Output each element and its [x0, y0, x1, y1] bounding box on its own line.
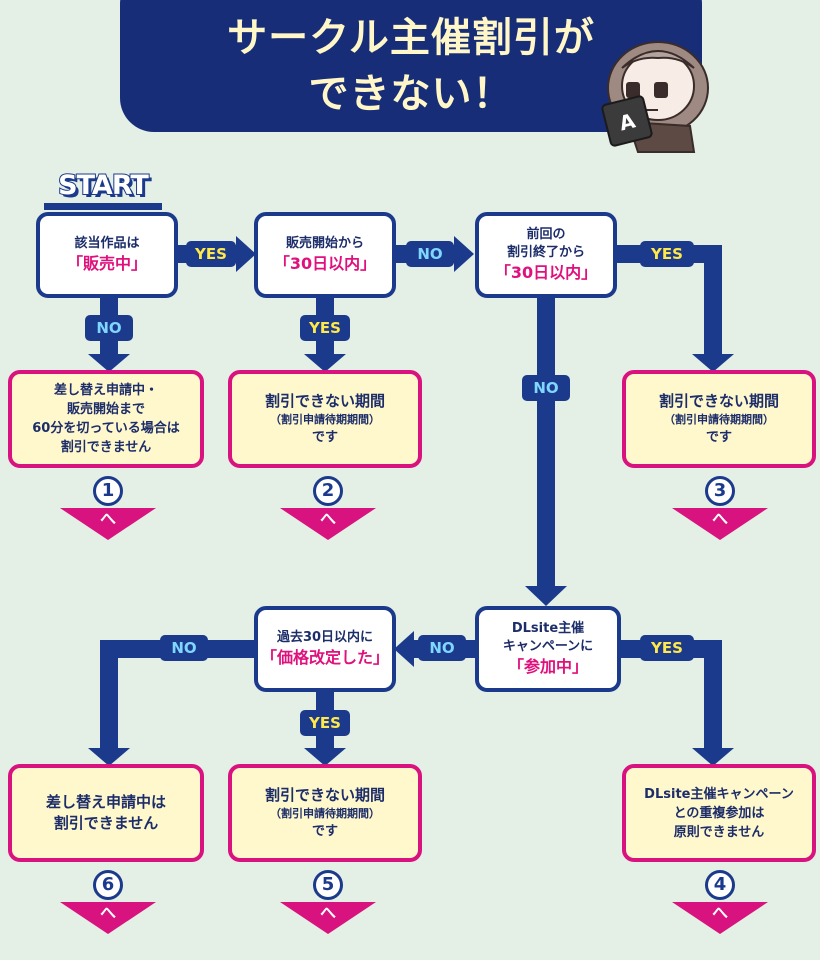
- destination-number-3: 3: [705, 476, 735, 506]
- decision-in-dlsite-campaign: DLsite主催 キャンペーンに 「参加中」: [475, 606, 621, 692]
- edge-label-yes: YES: [640, 241, 694, 267]
- result-text: 60分を切っている場合は: [32, 421, 180, 436]
- arrow-label: へ: [711, 509, 728, 528]
- decision-text: DLsite主催: [511, 621, 585, 636]
- decision-text: キャンペーンに: [502, 639, 594, 654]
- result-sub-text: （割引申請待期期間）: [270, 807, 380, 820]
- result-tail-text: です: [311, 824, 338, 839]
- result-tail-text: です: [311, 430, 338, 445]
- result-text: 原則できません: [673, 824, 765, 840]
- edge-label-yes: YES: [300, 315, 350, 341]
- decision-emphasis: 「参加中」: [507, 657, 588, 676]
- result-text: DLsite主催キャンペーン: [644, 786, 794, 802]
- decision-emphasis: 「販売中」: [66, 254, 147, 273]
- result-box-2: 割引できない期間 （割引申請待期期間） です: [228, 370, 422, 468]
- result-box-6: 差し替え申請中は 割引できません: [8, 764, 204, 862]
- result-box-5: 割引できない期間 （割引申請待期期間） です: [228, 764, 422, 862]
- page-title: サークル主催割引が できない！: [120, 10, 702, 122]
- result-sub-text: （割引申請待期期間）: [270, 413, 380, 426]
- result-main-text: 割引できない期間: [658, 392, 779, 410]
- edge-label-yes: YES: [186, 241, 236, 267]
- pointer-arrow-2: [280, 508, 376, 540]
- decision-within-30-days-of-release: 販売開始から 「30日以内」: [254, 212, 396, 298]
- decision-text: 該当作品は: [74, 236, 140, 251]
- pointer-arrow-6: [60, 902, 156, 934]
- start-label: START: [57, 169, 150, 202]
- edge-label-no: NO: [418, 635, 466, 661]
- destination-number-6: 6: [93, 870, 123, 900]
- decision-emphasis: 「30日以内」: [494, 263, 598, 282]
- result-box-3: 割引できない期間 （割引申請待期期間） です: [622, 370, 816, 468]
- arrow-label: へ: [99, 903, 116, 922]
- result-text: 割引できません: [53, 814, 159, 832]
- start-underline: [44, 203, 162, 210]
- arrow-label: へ: [711, 903, 728, 922]
- result-text: との重複参加は: [673, 805, 765, 821]
- decision-text: 割引終了から: [506, 245, 585, 260]
- mascot-book-icon: A: [617, 108, 638, 135]
- pointer-arrow-4: [672, 902, 768, 934]
- title-line-2: できない！: [308, 71, 514, 117]
- result-tail-text: です: [705, 430, 732, 445]
- decision-emphasis: 「30日以内」: [273, 254, 377, 273]
- decision-price-changed: 過去30日以内に 「価格改定した」: [254, 606, 396, 692]
- decision-on-sale: 該当作品は 「販売中」: [36, 212, 178, 298]
- edge-label-no: NO: [85, 315, 133, 341]
- destination-number-4: 4: [705, 870, 735, 900]
- title-line-1: サークル主催割引が: [227, 15, 595, 61]
- decision-text: 前回の: [526, 227, 566, 242]
- result-sub-text: （割引申請待期期間）: [664, 413, 774, 426]
- decision-text: 過去30日以内に: [276, 630, 374, 645]
- arrow-label: へ: [99, 509, 116, 528]
- decision-emphasis: 「価格改定した」: [260, 648, 389, 667]
- edge-label-no: NO: [406, 241, 454, 267]
- result-box-1: 差し替え申請中・ 販売開始まで 60分を切っている場合は 割引できません: [8, 370, 204, 468]
- destination-number-1: 1: [93, 476, 123, 506]
- result-main-text: 割引できない期間: [264, 392, 385, 410]
- decision-within-30-days-of-last-discount: 前回の 割引終了から 「30日以内」: [475, 212, 617, 298]
- edge-label-no: NO: [522, 375, 570, 401]
- result-text: 差し替え申請中・: [53, 383, 158, 398]
- edge-label-yes: YES: [640, 635, 694, 661]
- edge-label-no: NO: [160, 635, 208, 661]
- pointer-arrow-5: [280, 902, 376, 934]
- pointer-arrow-1: [60, 508, 156, 540]
- edge-label-yes: YES: [300, 710, 350, 736]
- result-main-text: 割引できない期間: [264, 786, 385, 804]
- destination-number-2: 2: [313, 476, 343, 506]
- result-text: 割引できません: [60, 440, 152, 455]
- mascot-illustration: A: [601, 41, 709, 153]
- arrow-label: へ: [319, 903, 336, 922]
- result-text: 販売開始まで: [66, 402, 145, 417]
- result-box-4: DLsite主催キャンペーン との重複参加は 原則できません: [622, 764, 816, 862]
- destination-number-5: 5: [313, 870, 343, 900]
- pointer-arrow-3: [672, 508, 768, 540]
- decision-text: 販売開始から: [285, 236, 364, 251]
- arrow-label: へ: [319, 509, 336, 528]
- result-text: 差し替え申請中は: [45, 793, 166, 811]
